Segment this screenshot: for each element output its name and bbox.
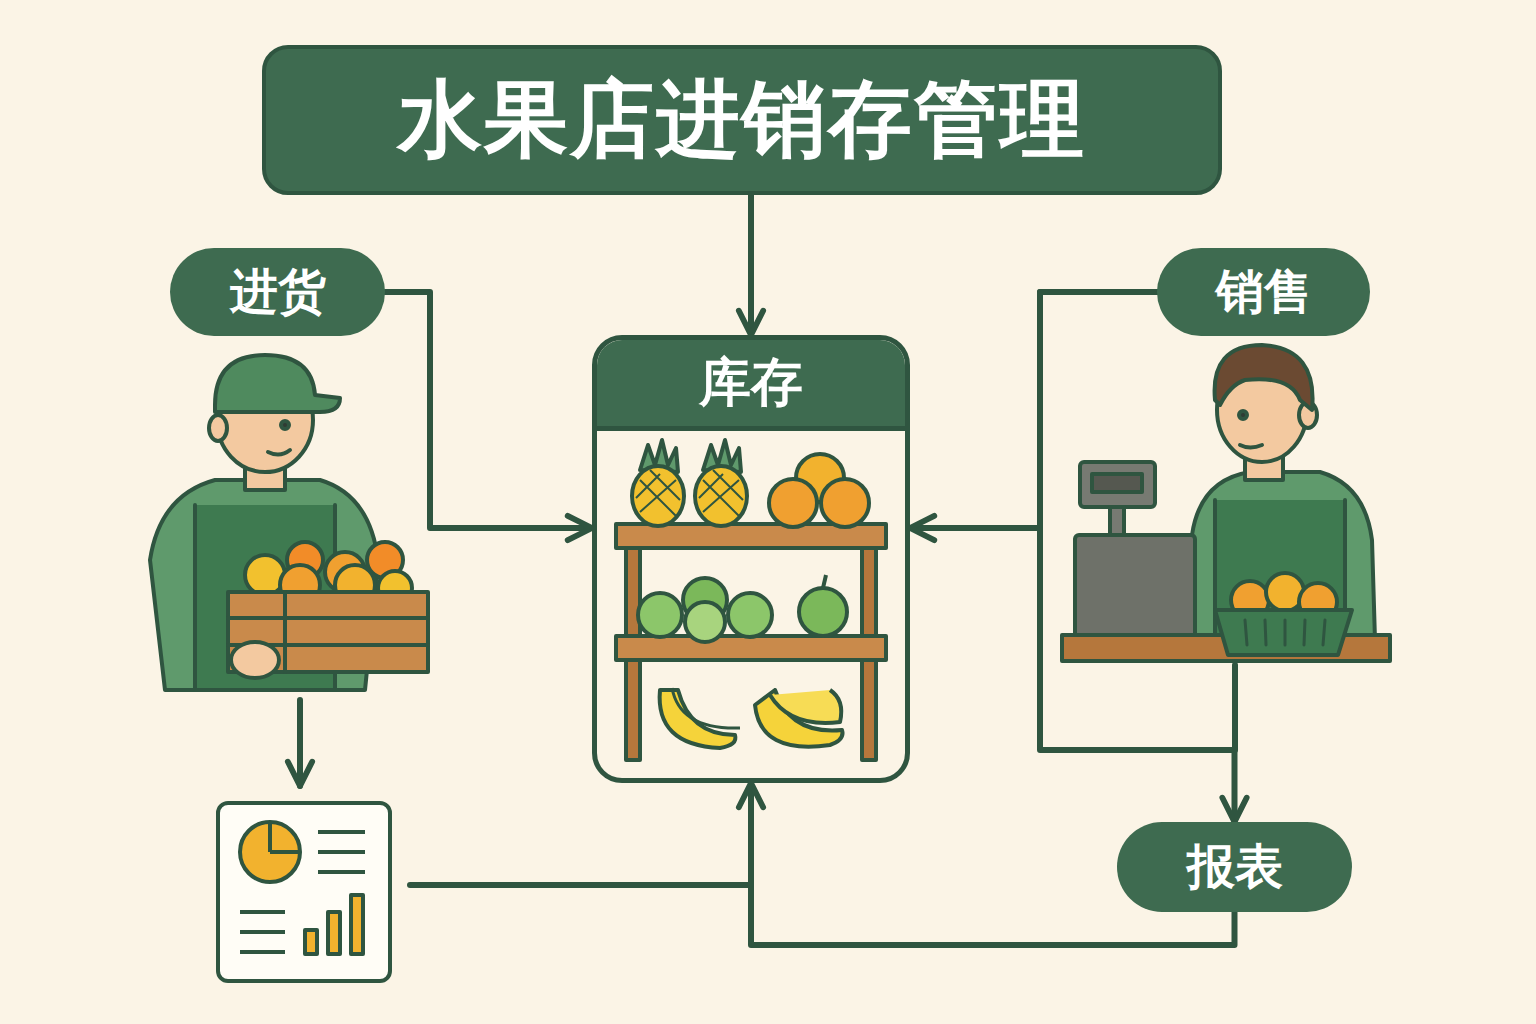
flow-connector — [910, 292, 1157, 528]
delivery-worker — [150, 355, 428, 690]
flow-connector — [748, 195, 754, 335]
title-box: 水果店进销存管理 — [262, 45, 1222, 195]
inventory-header: 库存 — [597, 340, 905, 431]
stage-pill: 销售 — [1157, 248, 1370, 336]
node-label: 进货 — [230, 260, 326, 324]
flow-connector — [385, 292, 592, 528]
title-text: 水果店进销存管理 — [398, 63, 1086, 177]
flow-connector — [1040, 292, 1235, 822]
cashier — [1062, 345, 1390, 661]
stage-pill: 报表 — [1117, 822, 1352, 912]
flow-line — [300, 665, 1235, 885]
node-label: 报表 — [1187, 835, 1283, 899]
inventory-box: 库存 — [592, 335, 910, 783]
node-label: 库存 — [699, 348, 803, 418]
node-label: 销售 — [1216, 260, 1312, 324]
report-icon — [218, 803, 390, 981]
fruit-shelf — [616, 440, 886, 760]
stage-pill: 进货 — [170, 248, 385, 336]
